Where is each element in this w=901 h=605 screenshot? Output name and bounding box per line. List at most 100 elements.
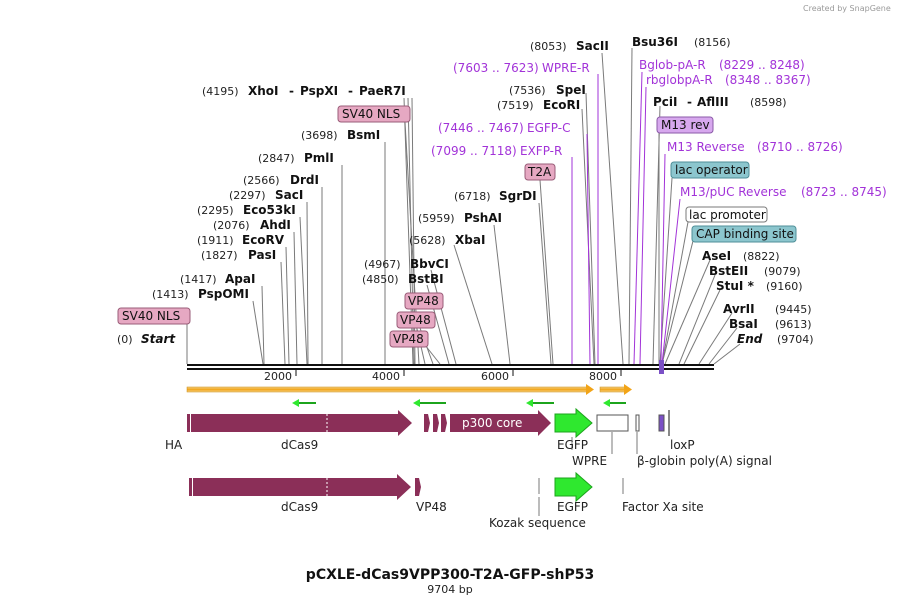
svg-text:M13 rev: M13 rev [661,118,710,132]
site-xhoi-name: XhoI [248,84,279,98]
feature-labels-row2: dCas9 VP48 Kozak sequence EGFP Factor Xa… [281,497,704,530]
primer-exfp-range: (7099 .. 7118) [431,144,517,158]
feature-egfp-2: EGFP [557,500,588,514]
site-bsteii-position: (9079) [764,265,801,278]
site-end-position: (9704) [777,333,814,346]
site-bstbi-name: BstBI [408,272,444,286]
site-bsu36i-position: (8156) [694,36,731,49]
box-vp48-b: VP48 [396,311,436,329]
site-ecori-position: (7519) [497,99,534,112]
primer-rbglob-name: rbglobpA-R [646,73,713,87]
site-ahdi-position: (2076) [213,219,250,232]
site-xbai-name: XbaI [455,233,485,247]
primer-m13rev-name: M13 Reverse [667,140,745,154]
site-pshai-position: (5959) [418,212,455,225]
feature-ha: HA [165,438,183,452]
site-xhoi-dash2: - [348,84,353,98]
egfp-arrow-2 [554,471,593,503]
site-saci-position: (2297) [229,189,266,202]
box-m13-rev: M13 rev [656,116,714,134]
box-lac-promoter: lac promoter [685,206,768,223]
site-stui-name: StuI * [716,279,755,293]
feature-wpre: WPRE [572,454,607,468]
svg-text:lac operator: lac operator [675,163,748,177]
site-apai-position: (1417) [180,273,217,286]
ruler-tick-6000: 6000 [481,370,509,383]
svg-text:CAP binding site: CAP binding site [696,227,794,241]
feature-kozak: Kozak sequence [489,516,586,530]
primer-rbglob-range: (8348 .. 8367) [725,73,811,87]
box-vp48-c: VP48 [389,330,429,348]
feature-factor-xa: Factor Xa site [622,500,704,514]
svg-text:SV40 NLS: SV40 NLS [122,309,180,323]
primer-m13puc-range: (8723 .. 8745) [801,185,887,199]
primer-egfpc-name: EGFP-C [527,121,570,135]
site-pcii-name: PciI [653,95,678,109]
feature-dcas9-2: dCas9 [281,500,318,514]
wpre-box [596,414,629,432]
site-sgrdi-name: SgrDI [499,189,537,203]
ruler-tick-2000: 2000 [264,370,292,383]
site-asei-position: (8822) [743,250,780,263]
svg-text:VP48: VP48 [408,294,439,308]
site-pasi-name: PasI [248,248,276,262]
site-eco53ki-name: Eco53kI [243,203,296,217]
primer-egfpc-range: (7446 .. 7467) [438,121,524,135]
box-vp48-a: VP48 [404,292,444,310]
primer-m13rev-range: (8710 .. 8726) [757,140,843,154]
primer-exfp-name: EXFP-R [520,144,562,158]
primer-m13puc-name: M13/pUC Reverse [680,185,787,199]
plasmid-title: pCXLE-dCas9VPP300-T2A-GFP-shP53 [306,567,594,583]
feature-dcas9: dCas9 [281,438,318,452]
site-sgrdi-position: (6718) [454,190,491,203]
feature-label-boxes: SV40 NLS SV40 NLS VP48 VP48 VP48 T2A M13… [117,105,797,348]
site-bsmi-position: (3698) [301,129,338,142]
primer-wpre-range: (7603 .. 7623) [453,61,539,75]
green-direction-arrows [292,399,626,407]
svg-text:lac promoter: lac promoter [689,208,766,222]
site-ecorv-name: EcoRV [242,233,285,247]
primer-bglob-name: Bglob-pA-R [639,58,706,72]
site-xhoi-dash1: - [289,84,294,98]
box-sv40-nls-left: SV40 NLS [117,307,191,325]
feature-vp48-2: VP48 [416,500,447,514]
primer-bglob-range: (8229 .. 8248) [719,58,805,72]
site-asei-name: AseI [702,249,731,263]
site-xbai-position: (5628) [409,234,446,247]
feature-labels-row1: HA dCas9 EGFP WPRE β-globin poly(A) sign… [165,432,772,468]
site-bsu36i-name: Bsu36I [632,35,678,49]
backbone [187,360,714,374]
site-saci-name: SacI [275,188,303,202]
site-afliii-name: AflIII [697,95,729,109]
feature-track-2 [189,471,624,503]
svg-text:VP48: VP48 [400,313,431,327]
site-end-name: End [737,332,763,346]
site-start-position: (0) [117,333,133,346]
site-bsai-name: BsaI [729,317,758,331]
site-pspomi-name: PspOMI [198,287,249,301]
p300-core-arrow [450,410,551,436]
box-lac-operator: lac operator [670,161,750,179]
feature-loxp: loxP [670,438,695,452]
site-ecori-name: EcoRI [543,98,580,112]
plasmid-length: 9704 bp [427,583,472,596]
feature-beta-globin-polya: β-globin poly(A) signal [637,454,772,468]
site-pmli-name: PmlI [304,151,334,165]
site-pshai-name: PshAI [464,211,502,225]
site-start-name: Start [141,332,176,346]
ruler-tick-8000: 8000 [589,370,617,383]
box-t2a: T2A [524,163,556,181]
primer-wpre-name: WPRE-R [542,61,590,75]
primer-leader-lines [571,71,681,365]
box-cap-binding-site: CAP binding site [691,225,797,243]
site-apai-name: ApaI [225,272,255,286]
primer-labels: (7099 .. 7118) EXFP-R (7446 .. 7467) EGF… [431,58,887,199]
site-ecorv-position: (1911) [197,234,234,247]
site-avrii-position: (9445) [775,303,812,316]
site-sacii-position: (8053) [530,40,567,53]
snapgene-credit: Created by SnapGene [803,4,891,13]
site-drdi-name: DrdI [290,173,319,187]
site-stui-position: (9160) [766,280,803,293]
site-ahdi-name: AhdI [260,218,291,232]
